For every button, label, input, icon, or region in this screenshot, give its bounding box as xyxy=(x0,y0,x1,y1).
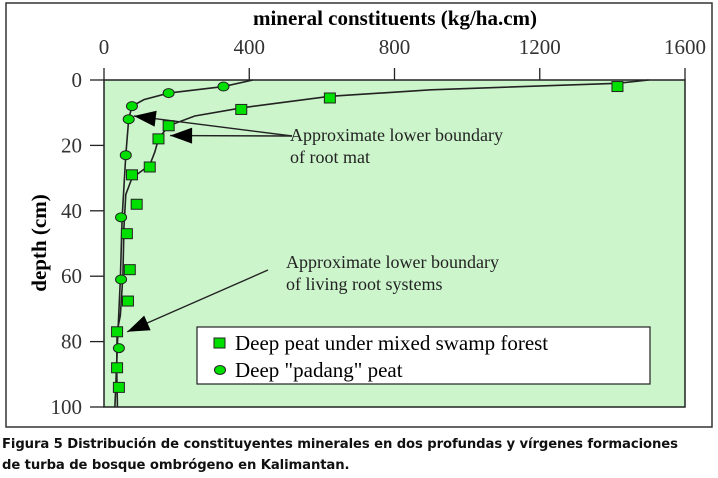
annotation-text: of root mat xyxy=(290,147,370,167)
data-point-square xyxy=(111,362,124,374)
x-tick-label: 1600 xyxy=(664,35,706,59)
legend-square-marker xyxy=(213,337,226,349)
x-tick-label: 1200 xyxy=(519,35,561,59)
data-point-square xyxy=(112,381,125,393)
series-line-1 xyxy=(115,79,649,408)
y-tick-label: 20 xyxy=(61,133,82,157)
x-axis-title: mineral constituents (kg/ha.cm) xyxy=(253,6,537,30)
data-point-square xyxy=(125,169,138,181)
data-point-square xyxy=(162,120,175,132)
annotation-text: Approximate lower boundary xyxy=(290,125,503,145)
x-tick-label: 400 xyxy=(234,35,266,59)
data-point-circle xyxy=(162,88,175,99)
annotation-text: Approximate lower boundary xyxy=(286,252,499,272)
data-point-circle xyxy=(217,81,230,92)
y-axis-title: depth (cm) xyxy=(27,194,51,291)
arrowhead-icon xyxy=(170,127,193,144)
data-point-circle xyxy=(119,150,132,161)
data-point-square xyxy=(611,81,624,93)
data-point-circle xyxy=(125,101,138,112)
legend-box xyxy=(196,326,651,385)
annotation-text: of living root systems xyxy=(286,274,443,294)
y-tick-label: 100 xyxy=(51,395,83,419)
data-point-circle xyxy=(115,212,128,223)
x-tick-label: 0 xyxy=(99,35,110,59)
data-point-circle xyxy=(115,274,128,285)
arrowhead-icon xyxy=(127,315,151,332)
x-tick-label: 800 xyxy=(379,35,411,59)
arrowhead-icon xyxy=(133,110,157,127)
legend-label-forest: Deep peat under mixed swamp forest xyxy=(235,331,548,355)
data-point-square xyxy=(121,295,134,307)
data-point-square xyxy=(323,92,336,104)
y-tick-label: 80 xyxy=(61,330,82,354)
annotation-arrow-line xyxy=(126,269,269,333)
legend-circle-marker xyxy=(214,365,226,375)
data-point-square xyxy=(130,198,143,210)
data-point-circle xyxy=(112,343,125,354)
legend: Deep peat under mixed swamp forest Deep … xyxy=(196,326,651,385)
y-tick-label: 60 xyxy=(61,264,82,288)
data-point-square xyxy=(120,228,133,240)
data-point-square xyxy=(143,161,156,173)
chart: mineral constituents (kg/ha.cm) depth (c… xyxy=(5,2,713,428)
data-point-square xyxy=(111,326,124,338)
data-point-circle xyxy=(122,114,135,125)
legend-label-padang: Deep "padang" peat xyxy=(235,358,403,382)
y-tick-label: 0 xyxy=(72,68,83,92)
caption-line-1: Figura 5 Distribución de constituyentes … xyxy=(2,437,678,452)
figure-caption: Figura 5 Distribución de constituyentes … xyxy=(2,434,678,476)
annotation-arrow-line xyxy=(133,115,293,137)
data-point-square xyxy=(152,133,165,145)
y-tick-label: 40 xyxy=(61,199,82,223)
data-point-square xyxy=(123,264,136,276)
caption-line-2: de turba de bosque ombrógeno en Kalimant… xyxy=(2,458,350,473)
data-point-square xyxy=(235,103,248,115)
